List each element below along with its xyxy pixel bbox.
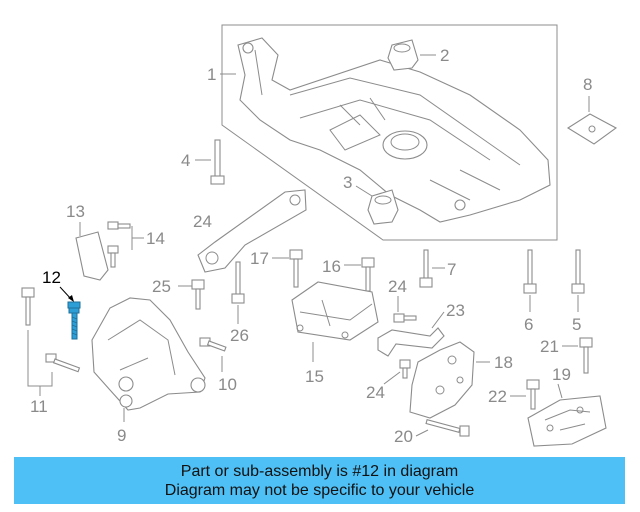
callout-1: 1	[207, 65, 216, 84]
callout-25: 24	[193, 212, 212, 231]
callout-4: 4	[181, 151, 190, 170]
engine-mount-9	[91, 297, 206, 411]
bolt-20	[425, 418, 470, 437]
callout-24-lower: 24	[366, 383, 385, 402]
bolt-12-highlighted	[67, 301, 81, 340]
callout-9: 9	[117, 426, 126, 445]
callout-14: 14	[146, 229, 165, 248]
link-23	[377, 327, 445, 357]
bolt-24-lower	[399, 359, 411, 379]
callout-8: 8	[583, 75, 592, 94]
bolt-26	[191, 279, 205, 310]
mount-15	[291, 281, 379, 341]
subframe	[237, 37, 551, 223]
callout-13: 13	[66, 202, 85, 221]
callout-26: 25	[152, 277, 171, 296]
mount-19	[527, 395, 607, 447]
callout-18: 18	[494, 353, 513, 372]
bushing-3	[367, 189, 399, 225]
notice-line-1: Part or sub-assembly is #12 in diagram	[180, 462, 459, 480]
bolt-27	[231, 261, 245, 304]
callout-5: 5	[572, 315, 581, 334]
callout-24-upper: 24	[388, 277, 407, 296]
notice-banner: Part or sub-assembly is #12 in diagram D…	[14, 457, 625, 504]
bolt-16	[361, 257, 375, 292]
bolt-4	[210, 139, 225, 185]
callout-22: 22	[488, 387, 507, 406]
callout-19: 19	[552, 365, 571, 384]
plate-8	[566, 113, 618, 145]
callout-15: 15	[305, 367, 324, 386]
bolt-7	[419, 249, 433, 288]
callout-7: 7	[447, 260, 456, 279]
bolt-5	[571, 249, 585, 294]
bolt-17	[289, 249, 303, 288]
callout-17: 17	[250, 249, 269, 268]
callout-11: 11	[30, 397, 48, 416]
callout-27: 26	[230, 326, 249, 345]
callout-6: 6	[524, 315, 533, 334]
callout-23: 23	[446, 301, 465, 320]
callout-20: 20	[394, 427, 413, 446]
bolts-11	[21, 287, 81, 373]
bolt-22	[526, 379, 540, 410]
callout-3: 3	[343, 173, 352, 192]
callout-10: 10	[218, 375, 237, 394]
bolts-14	[107, 221, 131, 268]
torque-rod-25	[197, 189, 307, 273]
notice-line-2: Diagram may not be specific to your vehi…	[164, 481, 475, 499]
bolt-21	[579, 337, 593, 374]
subframe-callout-box	[221, 24, 558, 241]
bracket-13	[75, 231, 109, 281]
callout-12: 12	[42, 268, 61, 287]
callout-2: 2	[440, 46, 449, 65]
callout-21: 21	[540, 337, 559, 356]
bushing-2	[387, 39, 419, 71]
bolt-24-upper	[393, 313, 417, 323]
bolt-6	[523, 249, 537, 294]
bolt-10	[199, 337, 227, 352]
callout-16: 16	[322, 257, 341, 276]
bracket-18	[409, 341, 475, 419]
